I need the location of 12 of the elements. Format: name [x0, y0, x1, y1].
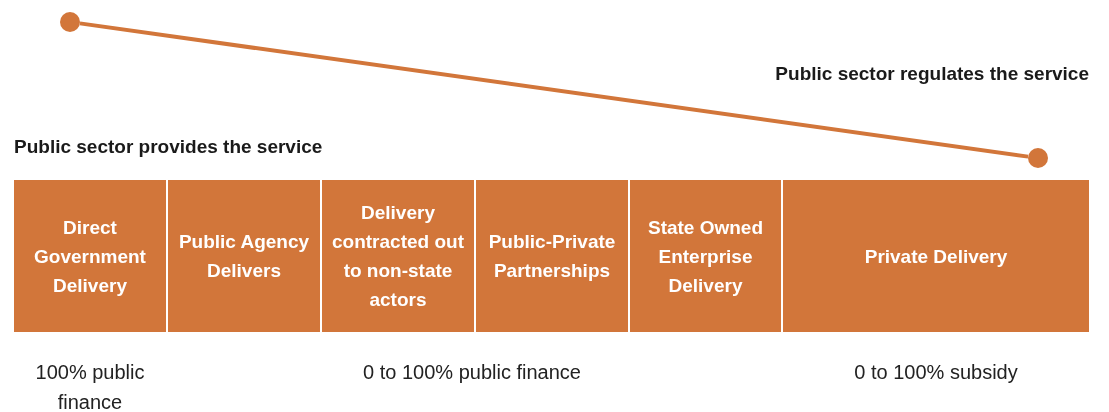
- finance-note: 0 to 100% subsidy: [853, 360, 1019, 385]
- category-box: Direct Government Delivery: [14, 180, 166, 332]
- category-box: Delivery contracted out to non-state actors: [322, 180, 474, 332]
- heading-label: Public sector regulates the service: [774, 62, 1089, 86]
- heading-label: Public sector provides the service: [14, 135, 324, 159]
- category-box: Public Agency Delivers: [168, 180, 320, 332]
- category-box: Public-Private Partnerships: [476, 180, 628, 332]
- finance-note: 0 to 100% public finance: [362, 360, 582, 385]
- connector-line: [79, 21, 1029, 159]
- finance-note: 100% public finance: [34, 360, 146, 412]
- category-box: Private Delivery: [783, 180, 1089, 332]
- category-box: State Owned Enterprise Delivery: [630, 180, 781, 332]
